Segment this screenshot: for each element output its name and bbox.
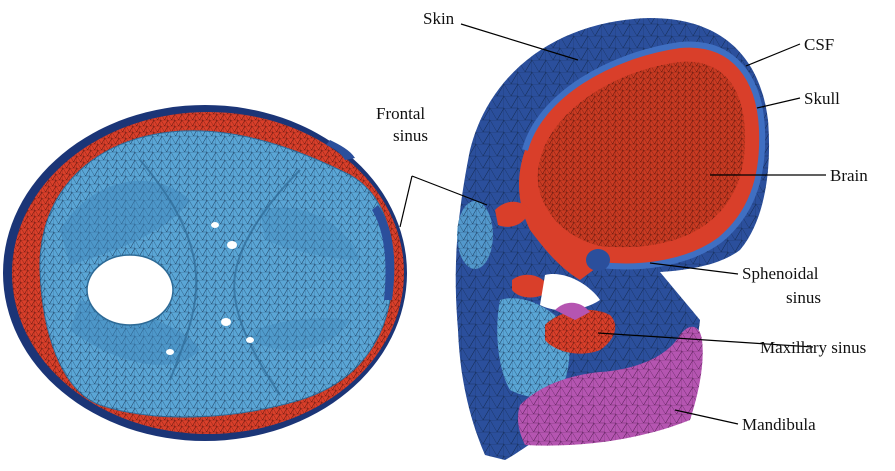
- label-brain: Brain: [830, 166, 868, 185]
- label-sphenoidal-sinus-line1: Sphenoidal: [742, 264, 819, 283]
- label-mandibula: Mandibula: [742, 415, 816, 434]
- head-cut-view: [456, 18, 769, 460]
- label-frontal-sinus-line2: sinus: [393, 126, 428, 145]
- label-skin: Skin: [423, 9, 455, 28]
- foramen-magnum: [87, 255, 173, 325]
- label-sphenoidal-sinus-line2: sinus: [786, 288, 821, 307]
- label-skull: Skull: [804, 89, 840, 108]
- label-maxillary-sinus: Maxillary sinus: [760, 338, 866, 357]
- skull-base-top-view: [3, 105, 407, 441]
- label-csf: CSF: [804, 35, 834, 54]
- label-frontal-sinus-line1: Frontal: [376, 104, 425, 123]
